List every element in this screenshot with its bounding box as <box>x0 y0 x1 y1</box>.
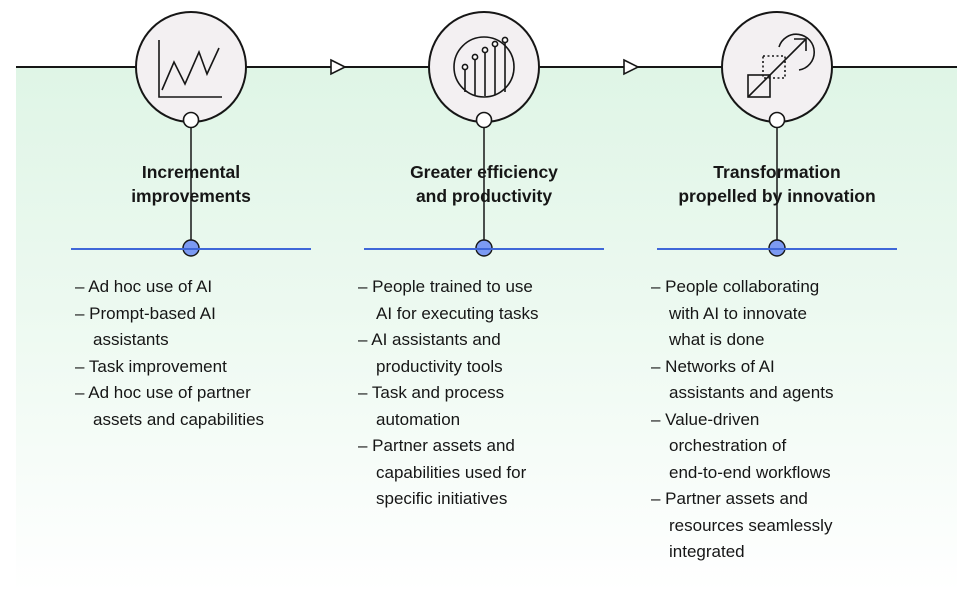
stage-icon-graphic <box>428 11 540 257</box>
divider-line <box>364 248 604 250</box>
icon-circle <box>135 11 247 123</box>
icon-circle <box>428 11 540 123</box>
connector-node <box>182 111 200 129</box>
stage-transformation: Transformation propelled by innovation –… <box>627 0 927 592</box>
arrow-right-icon <box>330 58 347 76</box>
divider-line <box>657 248 897 250</box>
stage-efficiency: Greater efficiency and productivity – Pe… <box>334 0 634 592</box>
stage-title: Transformation propelled by innovation <box>678 162 876 206</box>
stage-title: Incremental improvements <box>131 162 251 206</box>
growth-bars-icon <box>453 36 515 98</box>
stage-title: Greater efficiency and productivity <box>410 162 558 206</box>
divider-line <box>71 248 311 250</box>
stage-incremental: Incremental improvements – Ad hoc use of… <box>41 0 341 592</box>
line-chart-icon <box>158 40 222 98</box>
connector-node <box>475 111 493 129</box>
gradient-background <box>16 66 957 592</box>
stage-icon-graphic <box>135 11 247 257</box>
list-item: – Ad hoc use of AI <box>75 277 213 296</box>
list-item: – Task improvement <box>75 356 227 376</box>
connector-node <box>768 111 786 129</box>
transform-arrow-icon <box>747 33 815 98</box>
arrow-right-icon <box>623 58 640 76</box>
